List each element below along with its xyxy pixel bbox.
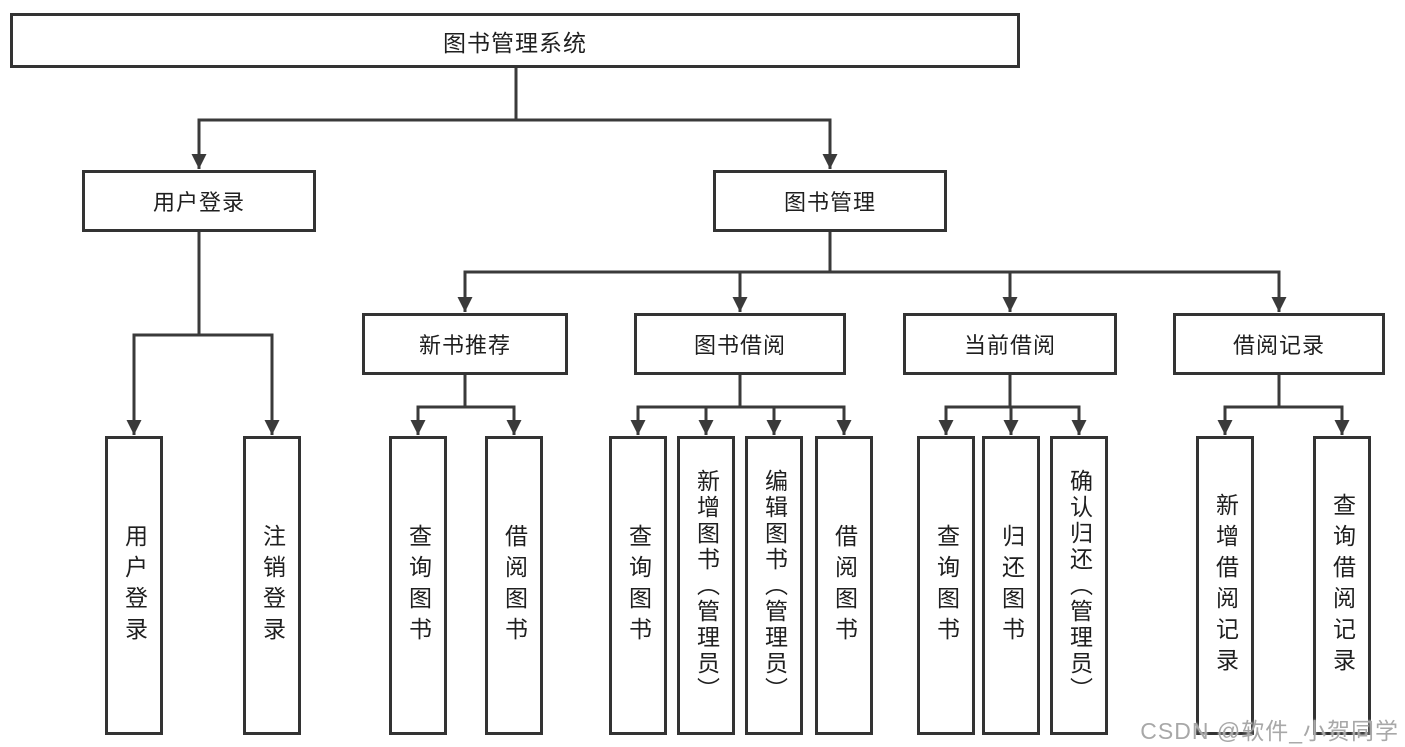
node-label: 新增借阅记录 [1212, 492, 1239, 679]
leaf-user-login: 用户登录 [105, 436, 163, 735]
leaf-confirm-return-admin: 确认归还（管理员） [1050, 436, 1108, 735]
node-label: 查询图书 [625, 523, 652, 648]
node-label: 注销登录 [259, 523, 286, 648]
leaf-add-books-admin: 新增图书（管理员） [677, 436, 735, 735]
node-label: 查询借阅记录 [1329, 492, 1356, 679]
node-label: 用户登录 [152, 190, 245, 215]
node-borrowing-records: 借阅记录 [1173, 313, 1385, 375]
node-label: 新增图书（管理员） [693, 468, 720, 703]
leaf-add-borrow-record: 新增借阅记录 [1196, 436, 1254, 735]
node-label: 当前借阅 [963, 333, 1056, 358]
node-label: 借阅记录 [1232, 333, 1325, 358]
node-label: 图书管理系统 [443, 29, 587, 56]
node-label: 图书管理 [783, 190, 876, 215]
node-new-book-recommend: 新书推荐 [362, 313, 568, 375]
leaf-logout: 注销登录 [243, 436, 301, 735]
node-label: 编辑图书（管理员） [761, 468, 788, 703]
leaf-return-books: 归还图书 [982, 436, 1040, 735]
node-book-management: 图书管理 [713, 170, 947, 232]
leaf-edit-books-admin: 编辑图书（管理员） [745, 436, 803, 735]
node-label: 查询图书 [405, 523, 432, 648]
leaf-query-books-recommend: 查询图书 [389, 436, 447, 735]
node-book-borrowing: 图书借阅 [634, 313, 846, 375]
node-label: 确认归还（管理员） [1066, 468, 1093, 703]
leaf-query-books-current: 查询图书 [917, 436, 975, 735]
leaf-borrow-books: 借阅图书 [815, 436, 873, 735]
node-current-borrowing: 当前借阅 [903, 313, 1117, 375]
leaf-query-books-borrow: 查询图书 [609, 436, 667, 735]
node-label: 借阅图书 [831, 523, 858, 648]
leaf-query-borrow-record: 查询借阅记录 [1313, 436, 1371, 735]
node-label: 归还图书 [998, 523, 1025, 648]
leaf-borrow-books-recommend: 借阅图书 [485, 436, 543, 735]
node-label: 借阅图书 [501, 523, 528, 648]
node-user-login: 用户登录 [82, 170, 316, 232]
node-label: 新书推荐 [418, 333, 511, 358]
csdn-watermark: CSDN @软件_小贺同学 [1140, 718, 1399, 744]
node-label: 用户登录 [121, 523, 148, 648]
node-label: 图书借阅 [693, 333, 786, 358]
node-library-system: 图书管理系统 [10, 13, 1020, 68]
node-label: 查询图书 [933, 523, 960, 648]
